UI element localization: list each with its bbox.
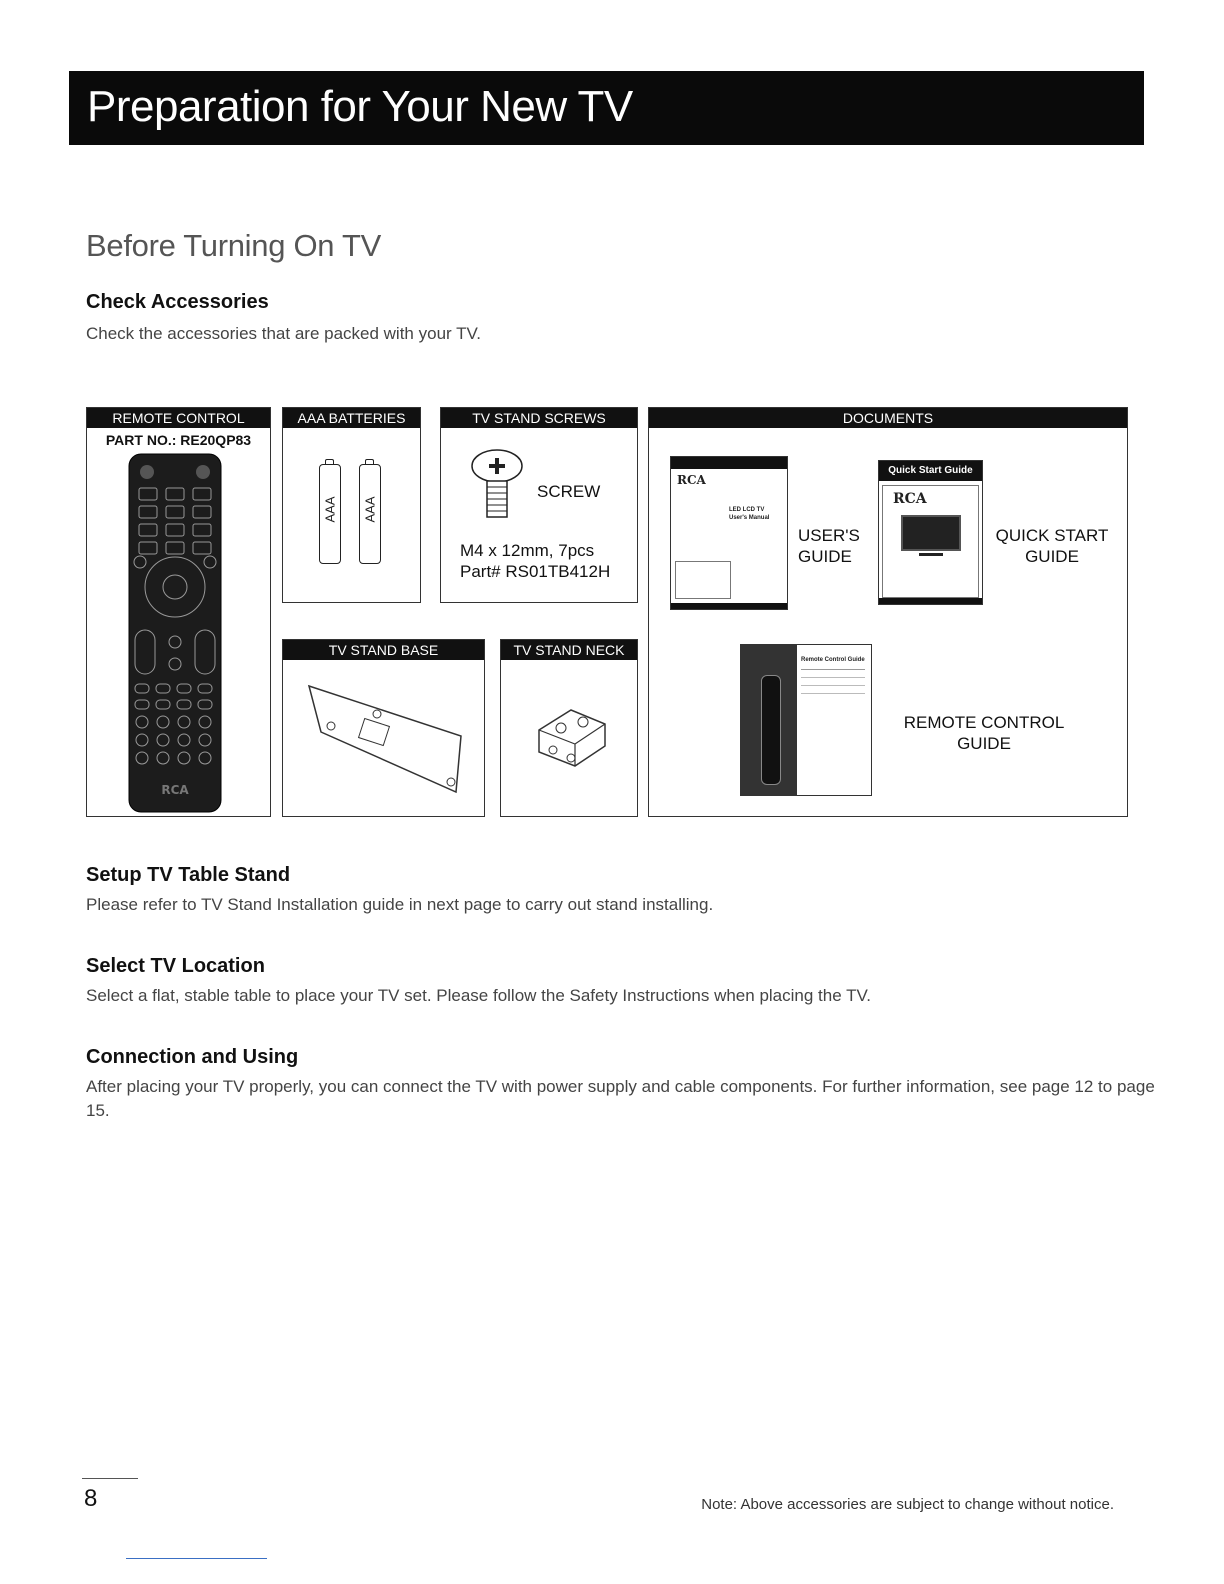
select-location-heading: Select TV Location: [86, 955, 265, 977]
section-title: Before Turning On TV: [86, 228, 381, 263]
setup-stand-heading: Setup TV Table Stand: [86, 864, 291, 886]
documents-header: DOCUMENTS: [649, 408, 1127, 428]
users-guide-brand: RCA: [677, 473, 706, 487]
remote-guide-label-line2: GUIDE: [957, 734, 1011, 753]
tv-stand-base-header: TV STAND BASE: [283, 640, 484, 660]
select-location-text: Select a flat, stable table to place you…: [86, 986, 871, 1005]
remote-brand-logo: RCA: [161, 783, 189, 797]
quick-start-cover-brand: RCA: [893, 491, 927, 507]
users-guide-cover: RCA LED LCD TV User's Manual: [670, 456, 788, 610]
tv-stand-neck-box: TV STAND NECK: [500, 639, 638, 817]
remote-thumbnail-icon: [761, 675, 781, 785]
documents-box: DOCUMENTS RCA LED LCD TV User's Manual U…: [648, 407, 1128, 817]
tv-icon: [901, 515, 961, 551]
remote-part-number: PART NO.: RE20QP83: [105, 432, 252, 448]
battery-1-icon: AAA: [319, 459, 341, 564]
check-accessories-text: Check the accessories that are packed wi…: [86, 324, 481, 343]
quick-start-label-line2: GUIDE: [1025, 547, 1079, 566]
screw-spec: M4 x 12mm, 7pcs: [460, 541, 595, 560]
check-accessories-heading: Check Accessories: [86, 291, 269, 313]
users-guide-cover-subtitle: User's Manual: [729, 515, 770, 521]
remote-guide-cover-title: Remote Control Guide: [801, 657, 865, 663]
screw-part-number: Part# RS01TB412H: [460, 562, 611, 581]
connection-text: After placing your TV properly, you can …: [86, 1077, 1155, 1120]
tv-stand-base-box: TV STAND BASE: [282, 639, 485, 817]
remote-control-guide-cover: Remote Control Guide: [740, 644, 872, 796]
remote-control-header: REMOTE CONTROL: [87, 408, 270, 428]
quick-start-label-line1: QUICK START: [995, 526, 1109, 545]
tv-stand-screws-header: TV STAND SCREWS: [441, 408, 637, 428]
bottom-rule: [126, 1558, 267, 1559]
screw-label: SCREW: [537, 482, 601, 501]
screw-icon: [471, 449, 523, 518]
users-guide-cover-title: LED LCD TV: [729, 507, 765, 513]
tv-stand-screws-box: TV STAND SCREWS SCREW M4 x 12mm, 7pcs Pa…: [440, 407, 638, 603]
connection-heading: Connection and Using: [86, 1046, 299, 1068]
remote-control-box: REMOTE CONTROL PART NO.: RE20QP83 RCA: [86, 407, 271, 817]
users-guide-label-line2: GUIDE: [798, 547, 852, 566]
stand-neck-illustration: [538, 709, 606, 767]
quick-start-guide-cover: Quick Start Guide RCA: [878, 460, 983, 605]
aaa-batteries-header: AAA BATTERIES: [283, 408, 420, 428]
battery-2-icon: AAA: [359, 459, 381, 564]
footer-note: Note: Above accessories are subject to c…: [701, 1496, 1114, 1513]
quick-start-cover-banner: Quick Start Guide: [879, 461, 982, 481]
users-guide-label-line1: USER'S: [798, 526, 860, 545]
stand-base-illustration: [307, 684, 462, 794]
remote-control-illustration: RCA: [128, 453, 222, 813]
remote-guide-label-line1: REMOTE CONTROL: [903, 713, 1065, 732]
page-number: 8: [84, 1485, 98, 1512]
aaa-batteries-box: AAA BATTERIES AAA AAA: [282, 407, 421, 603]
footer-divider: [82, 1478, 138, 1479]
tv-stand-neck-header: TV STAND NECK: [501, 640, 637, 660]
page-banner-title: Preparation for Your New TV: [69, 71, 1144, 145]
setup-stand-text: Please refer to TV Stand Installation gu…: [86, 895, 714, 914]
